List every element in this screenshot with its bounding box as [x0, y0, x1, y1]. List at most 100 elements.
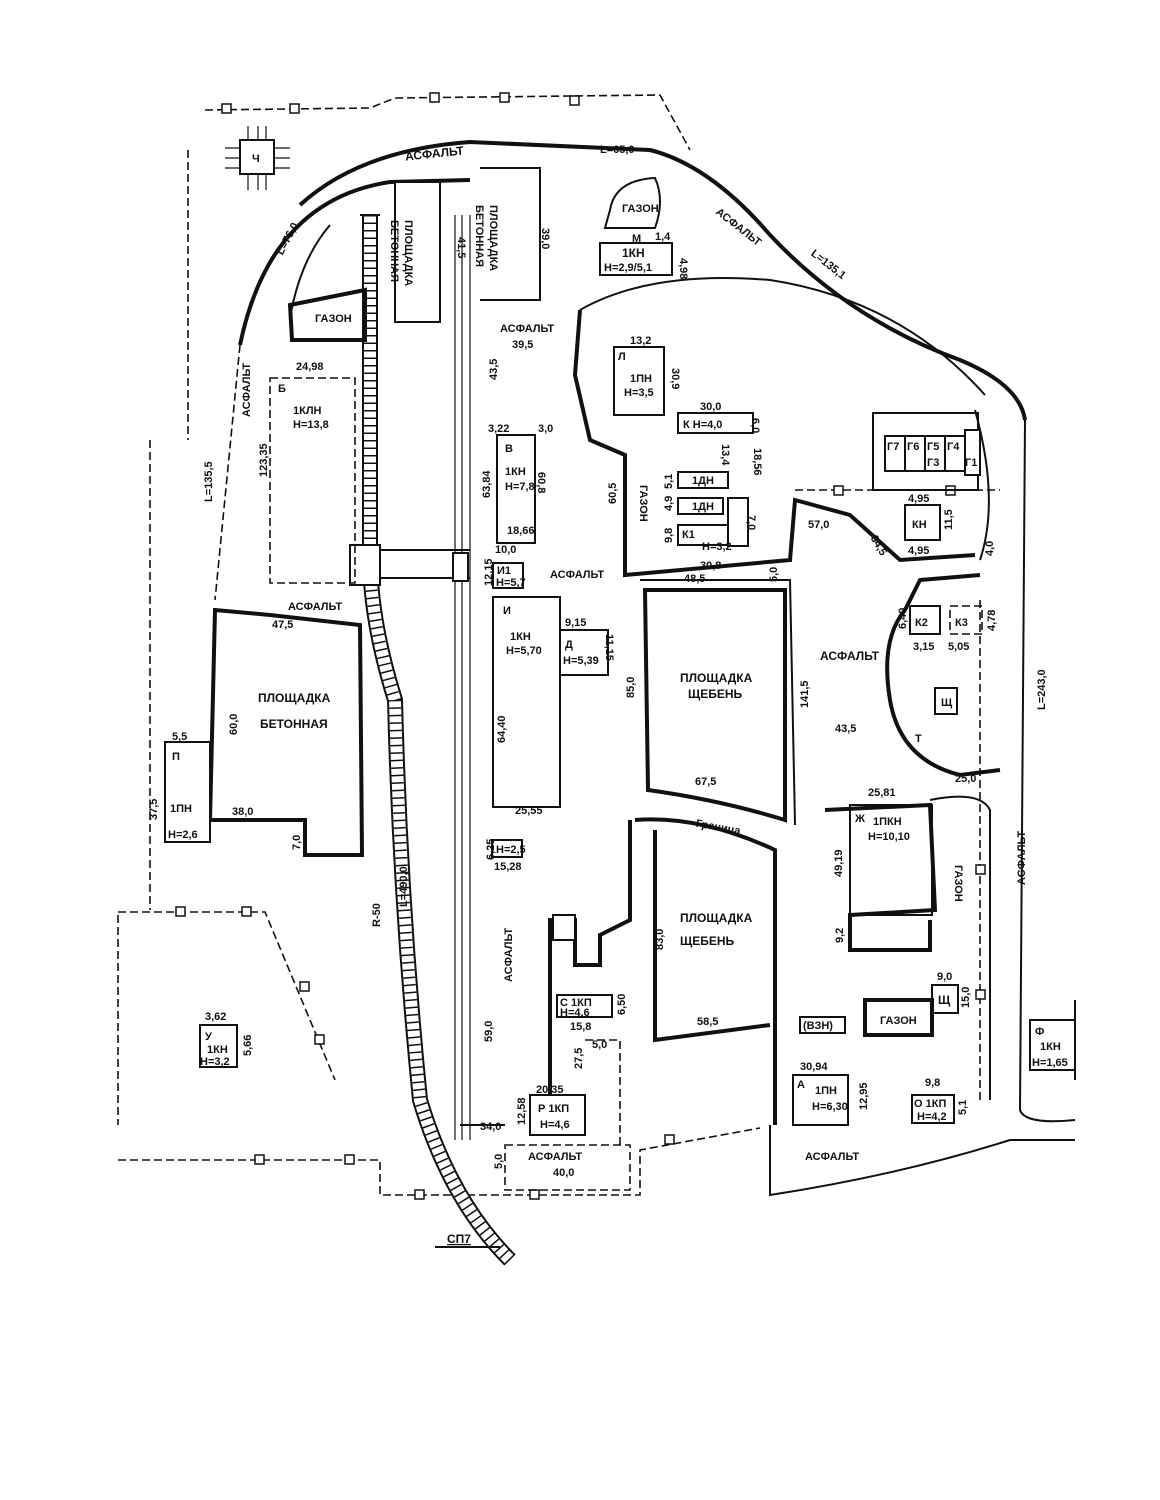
- fence-posts: [175, 92, 986, 1200]
- label-dimension: 4,0: [984, 541, 996, 556]
- label-building: 1ПН: [170, 803, 192, 815]
- label-building: H=13,8: [293, 419, 329, 431]
- label-dimension: 47,5: [272, 619, 293, 631]
- label-asphalt: АСФАЛЬТ: [1016, 831, 1028, 885]
- label-building: Ж: [854, 813, 865, 825]
- label-dimension: 5,0: [592, 1039, 607, 1051]
- label-asphalt: АСФАЛЬТ: [503, 928, 515, 982]
- label-building: H=3,5: [624, 387, 654, 399]
- label-dimension: 49,19: [833, 849, 845, 877]
- label-asphalt: АСФАЛЬТ: [404, 143, 465, 163]
- asphalt-roads: [214, 139, 1076, 1197]
- label-building: H=4,6: [560, 1007, 590, 1019]
- label-building: H=2,5: [496, 844, 526, 856]
- label-dimension: 57,0: [808, 519, 829, 531]
- label-dimension: 25,0: [955, 773, 976, 785]
- label-substation: Ч: [252, 153, 260, 165]
- label-pad: ПЛОЩАДКА: [680, 671, 753, 685]
- label-dimension: 60,0: [228, 714, 240, 735]
- label-lawn: ГАЗОН: [637, 485, 649, 522]
- label-building: И1: [497, 565, 511, 577]
- label-dimension: 5,1: [957, 1100, 969, 1115]
- label-dimension: 9,15: [565, 617, 586, 629]
- label-building: H=2,9/5,1: [604, 262, 652, 274]
- label-dimension: 40,0: [553, 1167, 574, 1179]
- label-dimension: 123,35: [258, 443, 270, 477]
- label-road-length: L=243,0: [1036, 669, 1048, 710]
- label-dimension: 6,40: [897, 608, 909, 629]
- label-building: 1ПН: [630, 373, 652, 385]
- label-building: H=4,2: [917, 1111, 947, 1123]
- label-dimension: 4,95: [908, 493, 929, 505]
- label-dimension: 30,8: [700, 560, 721, 572]
- label-building: 1ПКН: [873, 816, 902, 828]
- label-dimension: 10,0: [495, 544, 516, 556]
- label-dimension: 12,95: [858, 1082, 870, 1110]
- label-dimension: 48,5: [684, 573, 705, 585]
- label-building: H=10,10: [868, 831, 910, 843]
- label-building: H=2,6: [168, 829, 198, 841]
- label-dimension: 11,5: [943, 509, 955, 530]
- label-building: В: [505, 443, 513, 455]
- label-building: О 1КП: [914, 1098, 946, 1110]
- label-building: H=7,8: [505, 481, 535, 493]
- label-garage: Г5: [927, 441, 939, 453]
- label-asphalt: АСФАЛЬТ: [820, 649, 880, 663]
- label-building: П: [172, 751, 180, 763]
- label-substation: Щ: [941, 697, 953, 709]
- label-dimension: 5,5: [172, 731, 187, 743]
- label-dimension: 58,5: [697, 1016, 718, 1028]
- label-building: И: [503, 605, 511, 617]
- label-dimension: 15,8: [570, 1021, 591, 1033]
- label-dimension: 18,66: [507, 525, 535, 537]
- label-building: H=5,39: [563, 655, 599, 667]
- label-dimension: 60,5: [607, 483, 619, 504]
- label-pad: БЕТОННАЯ: [388, 220, 400, 282]
- label-road-length: L=135,5: [203, 461, 215, 502]
- label-dimension: 4,9: [663, 496, 675, 511]
- label-building: 1ДН: [692, 475, 714, 487]
- label-dimension: 13,2: [630, 335, 651, 347]
- label-building: Б: [278, 383, 286, 395]
- label-building: КН: [912, 519, 927, 531]
- label-building: К1: [682, 529, 695, 541]
- label-dimension: 43,5: [835, 723, 856, 735]
- label-dimension: 5,0: [768, 567, 780, 582]
- label-pad: ЩЕБЕНЬ: [680, 934, 735, 948]
- label-building: H=6,30: [812, 1101, 848, 1113]
- label-asphalt: АСФАЛЬТ: [528, 1151, 582, 1163]
- label-building: H=1,65: [1032, 1057, 1068, 1069]
- substation-icon: [225, 126, 290, 190]
- label-dimension: 13,4: [719, 444, 731, 466]
- label-dimension: 12,58: [516, 1097, 528, 1125]
- label-point: Т: [915, 733, 922, 745]
- label-dimension: 15,0: [960, 987, 972, 1008]
- map-labels: АСФАЛЬТ L=65,0 АСФАЛЬТ L=135,1 L=76,0 Ч …: [148, 143, 1068, 1248]
- label-dimension: 141,5: [799, 680, 811, 708]
- label-building: H=4,6: [540, 1119, 570, 1131]
- label-dimension: 11,15: [603, 634, 615, 661]
- label-pad: ПЛОЩАДКА: [680, 911, 753, 925]
- label-pad: ПЛОЩАДКА: [402, 220, 414, 286]
- label-dimension: 25,81: [868, 787, 896, 799]
- label-pad: ПЛОЩАДКА: [258, 691, 331, 705]
- label-dimension: 5,05: [948, 641, 969, 653]
- label-dimension: 9,8: [925, 1077, 940, 1089]
- label-garage: Г7: [887, 441, 899, 453]
- label-building: 1КН: [622, 246, 645, 260]
- label-building: Щ: [938, 993, 951, 1007]
- label-dimension: 15,28: [494, 861, 522, 873]
- label-dimension: 6,50: [616, 994, 628, 1015]
- label-building: 1КН: [207, 1044, 228, 1056]
- label-building: H=5,70: [506, 645, 542, 657]
- garages: [884, 429, 981, 476]
- label-building: 1ДН: [692, 501, 714, 513]
- label-garage: Г4: [947, 441, 960, 453]
- label-building: К H=4,0: [683, 419, 722, 431]
- label-building: 1КН: [510, 631, 531, 643]
- label-building: H=5,7: [496, 577, 526, 589]
- label-pad: ЩЕБЕНЬ: [688, 687, 743, 701]
- label-asphalt: АСФАЛЬТ: [805, 1151, 859, 1163]
- label-dimension: 59,0: [483, 1021, 495, 1042]
